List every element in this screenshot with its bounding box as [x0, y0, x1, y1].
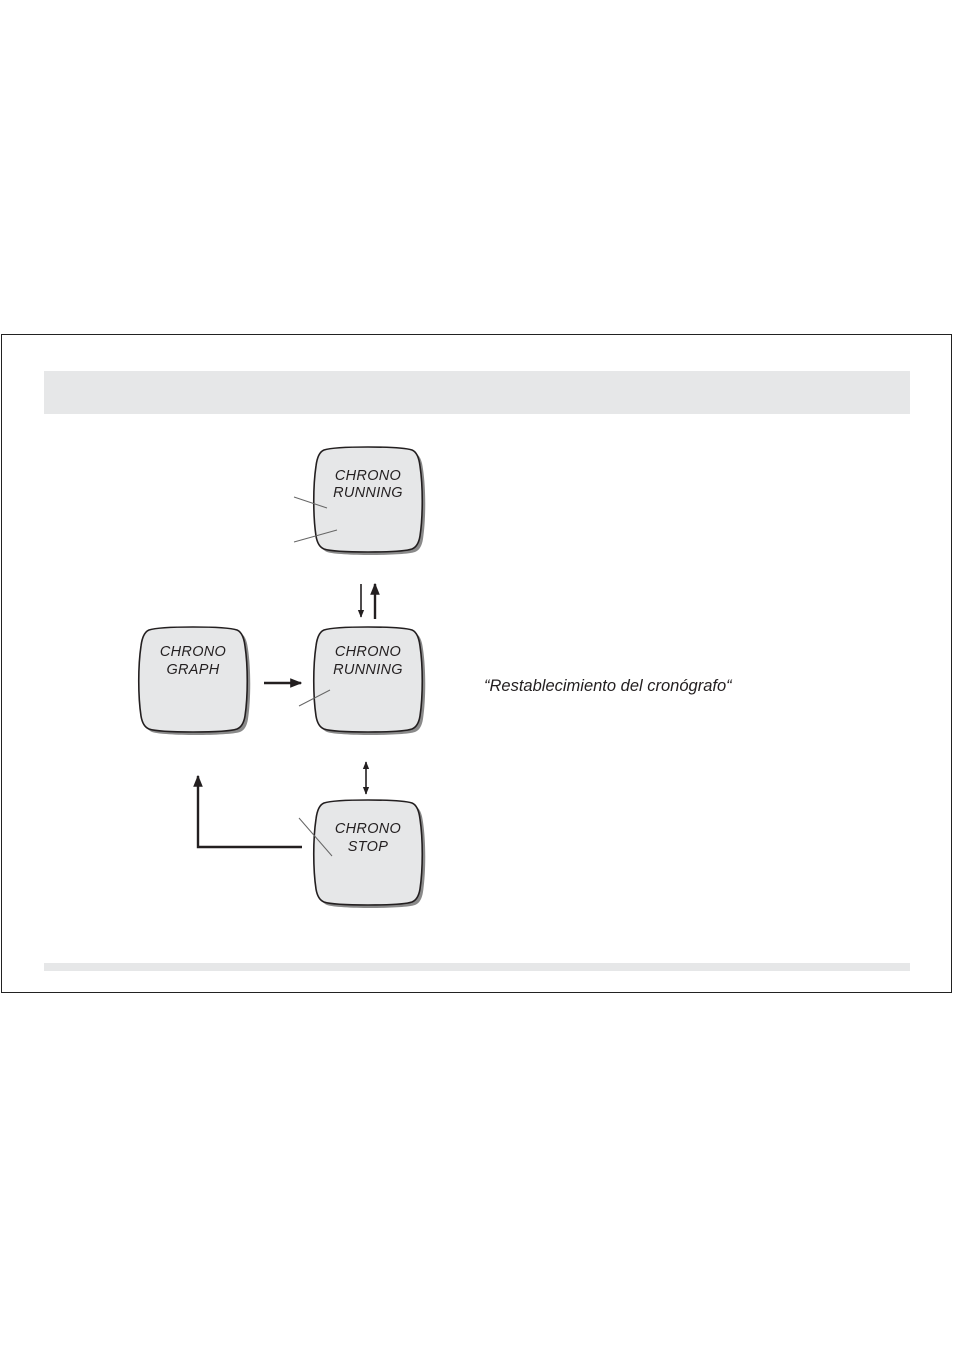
caption-text: “Restablecimiento del cronógrafo“ [484, 677, 732, 695]
arrow-return [193, 774, 302, 849]
screen-bottom-line1: CHRONO [335, 821, 401, 837]
footer-bar [44, 963, 910, 971]
pointer-line [293, 496, 328, 509]
pointer-line [298, 689, 331, 707]
pointer-line [293, 529, 338, 543]
page-frame [1, 334, 952, 993]
pointer-line [298, 817, 333, 857]
screen-chrono-graph: CHRONO GRAPH [137, 626, 251, 735]
screen-middle-line2: RUNNING [333, 662, 403, 678]
screen-left-line2: GRAPH [166, 662, 219, 678]
header-bar [44, 371, 910, 414]
screen-chrono-running-middle: CHRONO RUNNING [298, 626, 426, 735]
screen-left-line1: CHRONO [160, 644, 226, 660]
screen-middle-line1: CHRONO [335, 644, 401, 660]
screen-top-line1: CHRONO [335, 468, 401, 484]
screen-chrono-running-top: CHRONO RUNNING [293, 446, 426, 555]
screen-top-line2: RUNNING [333, 485, 403, 501]
screen-chrono-stop: CHRONO STOP [298, 799, 426, 908]
screen-bottom-line2: STOP [348, 839, 388, 855]
